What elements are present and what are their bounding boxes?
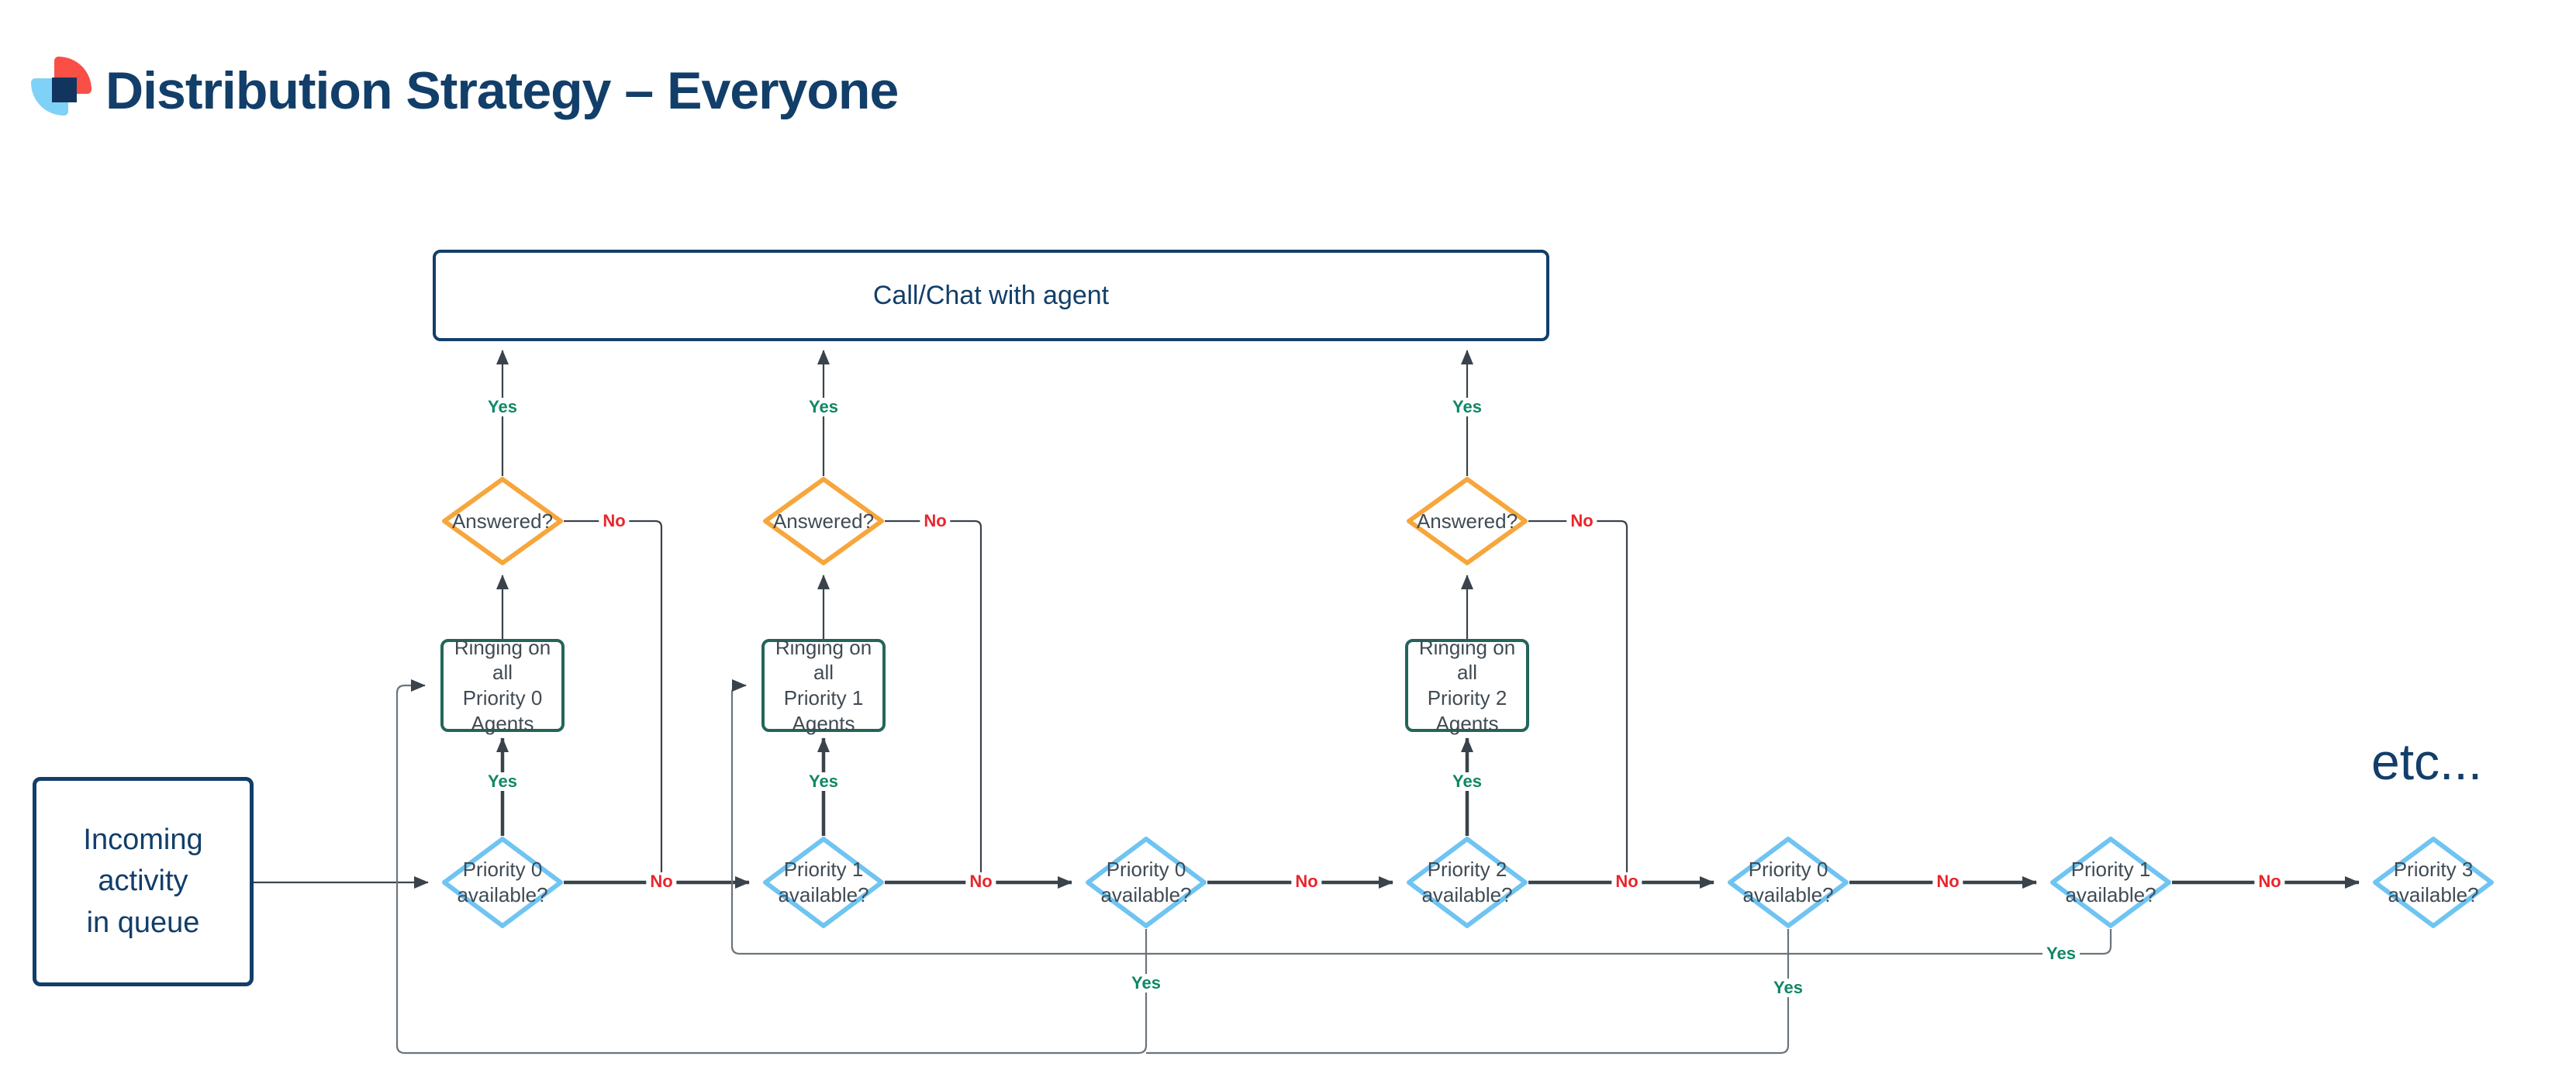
logo-navy-core bbox=[52, 78, 77, 102]
edge-label-no: No bbox=[1291, 872, 1322, 891]
edge-label-yes: Yes bbox=[805, 398, 842, 416]
node-queue-priority-0-available-3: Priority 0 available? bbox=[1727, 836, 1849, 929]
edge-label-yes: Yes bbox=[1449, 398, 1486, 416]
edge-label-no: No bbox=[965, 872, 996, 891]
edge-label-no: No bbox=[1932, 872, 1963, 891]
edge-label-no: No bbox=[920, 512, 951, 530]
queue-diamond-label: Priority 0 available? bbox=[457, 858, 548, 906]
edge-label-no: No bbox=[646, 872, 677, 891]
ringing-label: Ringing on all Priority 2 Agents bbox=[1418, 635, 1516, 735]
edge-label-no: No bbox=[1566, 512, 1597, 530]
edge-label-yes: Yes bbox=[1127, 974, 1165, 993]
ringing-label: Ringing on all Priority 1 Agents bbox=[775, 635, 872, 735]
edge-label-no: No bbox=[1611, 872, 1642, 891]
call-chat-label: Call/Chat with agent bbox=[872, 280, 1110, 310]
app-logo-icon bbox=[31, 57, 93, 119]
queue-diamond-label: Priority 1 available? bbox=[2065, 858, 2156, 906]
edge-label-yes: Yes bbox=[2042, 944, 2080, 963]
answered-label: Answered? bbox=[451, 509, 554, 533]
node-ringing-priority-1: Ringing on all Priority 1 Agents bbox=[761, 636, 886, 735]
edge-label-yes: Yes bbox=[484, 772, 521, 791]
node-queue-priority-2-available: Priority 2 available? bbox=[1406, 836, 1528, 929]
node-queue-priority-0-available-2: Priority 0 available? bbox=[1085, 836, 1207, 929]
edge-label-yes: Yes bbox=[484, 398, 521, 416]
node-queue-priority-1-available-1: Priority 1 available? bbox=[762, 836, 885, 929]
node-queue-priority-3-available: Priority 3 available? bbox=[2372, 836, 2495, 929]
queue-diamond-label: Priority 2 available? bbox=[1421, 858, 1513, 906]
incoming-label: Incoming activity in queue bbox=[83, 823, 203, 939]
node-call-chat-with-agent: Call/Chat with agent bbox=[433, 250, 1549, 341]
node-answered-2: Answered? bbox=[762, 476, 885, 566]
edge-label-no: No bbox=[599, 512, 630, 530]
node-incoming-activity-in-queue: Incoming activity in queue bbox=[33, 777, 254, 986]
etc-note: etc... bbox=[2371, 733, 2483, 790]
queue-diamond-label: Priority 0 available? bbox=[1100, 858, 1192, 906]
edge-label-yes: Yes bbox=[1770, 979, 1807, 997]
node-ringing-priority-2: Ringing on all Priority 2 Agents bbox=[1405, 636, 1529, 735]
node-answered-1: Answered? bbox=[441, 476, 564, 566]
ringing-label: Ringing on all Priority 0 Agents bbox=[454, 635, 551, 735]
node-queue-priority-1-available-2: Priority 1 available? bbox=[2049, 836, 2172, 929]
queue-diamond-label: Priority 0 available? bbox=[1742, 858, 1834, 906]
node-queue-priority-0-available-1: Priority 0 available? bbox=[441, 836, 564, 929]
node-ringing-priority-0: Ringing on all Priority 0 Agents bbox=[440, 636, 565, 735]
page-title: Distribution Strategy – Everyone bbox=[105, 61, 899, 120]
queue-diamond-label: Priority 1 available? bbox=[778, 858, 869, 906]
edge-label-yes: Yes bbox=[805, 772, 842, 791]
edge-label-yes: Yes bbox=[1449, 772, 1486, 791]
answered-label: Answered? bbox=[1416, 509, 1518, 533]
node-answered-3: Answered? bbox=[1406, 476, 1528, 566]
edge-label-no: No bbox=[2254, 872, 2285, 891]
queue-diamond-label: Priority 3 available? bbox=[2388, 858, 2479, 906]
answered-label: Answered? bbox=[772, 509, 875, 533]
